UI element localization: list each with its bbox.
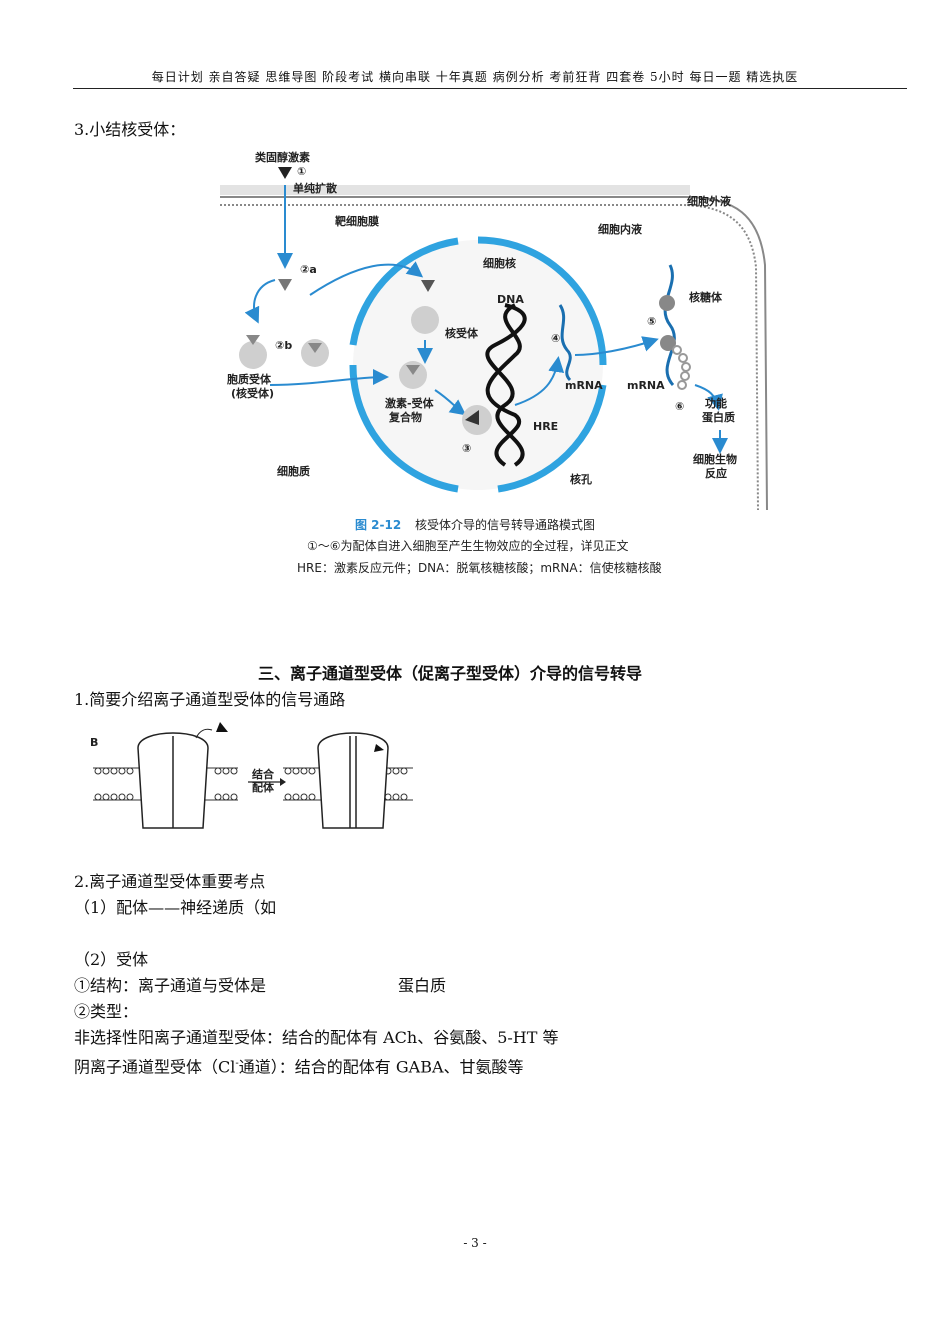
section-heading-ion: 三、离子通道型受体（促离子型受体）介导的信号转导 xyxy=(258,664,643,683)
dna-helix xyxy=(485,303,527,467)
header-rule xyxy=(73,88,907,89)
svg-text:细胞内液: 细胞内液 xyxy=(598,222,643,236)
svg-text:细胞核: 细胞核 xyxy=(483,256,516,270)
svg-text:①～⑥为配体自进入细胞至产生生物效应的全过程，详见正文: ①～⑥为配体自进入细胞至产生生物效应的全过程，详见正文 xyxy=(307,538,629,553)
svg-text:细胞质: 细胞质 xyxy=(277,464,310,478)
channel-open xyxy=(317,732,389,829)
svg-text:功能: 功能 xyxy=(705,396,727,410)
svg-text:核受体: 核受体 xyxy=(445,326,479,340)
svg-text:DNA: DNA xyxy=(497,293,524,306)
section-title-nuclear: 3.小结核受体： xyxy=(74,120,186,139)
svg-text:②a: ②a xyxy=(300,263,317,276)
page-header: 每日计划 亲自答疑 思维导图 阶段考试 横向串联 十年真题 病例分析 考前狂背 … xyxy=(151,70,799,84)
page-number: - 3 - xyxy=(463,1236,487,1250)
ligand-line: （1）配体——神经递质（如 xyxy=(74,898,277,917)
anion-receptor-line: 阴离子通道型受体（Cl-通道）：结合的配体有 GABA、甘氨酸等 xyxy=(74,1057,524,1077)
cation-receptor-line: 非选择性阳离子通道型受体：结合的配体有 ACh、谷氨酸、5-HT 等 xyxy=(74,1028,559,1047)
svg-text:反应: 反应 xyxy=(705,466,727,480)
nuclear-receptor-diagram: 类固醇激素 ① 单纯扩散 靶细胞膜 细胞外液 细胞内液 ②a ②b 胞质受体 (… xyxy=(220,150,768,575)
ion-channel-diagram: B 结合 配体 xyxy=(90,722,413,829)
svg-text:激素-受体: 激素-受体 xyxy=(385,396,435,410)
svg-text:结合: 结合 xyxy=(251,767,275,781)
svg-text:③: ③ xyxy=(462,442,471,455)
svg-text:B: B xyxy=(90,736,98,749)
svg-text:细胞生物: 细胞生物 xyxy=(693,452,737,466)
svg-text:HRE: HRE xyxy=(533,420,558,433)
svg-text:⑥: ⑥ xyxy=(675,400,684,413)
receptor-line: （2）受体 xyxy=(74,950,149,969)
svg-text:核糖体: 核糖体 xyxy=(689,290,723,304)
svg-text:细胞外液: 细胞外液 xyxy=(687,194,732,208)
svg-text:①: ① xyxy=(297,165,306,178)
svg-text:mRNA: mRNA xyxy=(627,379,665,392)
svg-text:图 2-12: 图 2-12 xyxy=(355,518,401,532)
item-ion-pathway: 1.简要介绍离子通道型受体的信号通路 xyxy=(74,690,346,709)
svg-text:胞质受体: 胞质受体 xyxy=(227,372,272,386)
mrna-strand xyxy=(558,304,572,382)
svg-text:⑤: ⑤ xyxy=(647,315,656,328)
svg-text:核受体介导的信号转导通路模式图: 核受体介导的信号转导通路模式图 xyxy=(415,517,595,532)
svg-text:蛋白质: 蛋白质 xyxy=(702,410,735,424)
svg-text:配体: 配体 xyxy=(252,780,275,794)
structure-end: 蛋白质 xyxy=(398,976,447,995)
svg-text:②b: ②b xyxy=(275,339,292,352)
svg-text:(核受体): (核受体) xyxy=(231,386,274,400)
svg-text:单纯扩散: 单纯扩散 xyxy=(293,181,338,195)
svg-text:复合物: 复合物 xyxy=(388,410,422,424)
svg-text:mRNA: mRNA xyxy=(565,379,603,392)
svg-text:靶细胞膜: 靶细胞膜 xyxy=(335,214,379,228)
cell-membrane xyxy=(220,196,768,511)
structure-line: ①结构：离子通道与受体是 xyxy=(74,976,267,995)
item-key-points: 2.离子通道型受体重要考点 xyxy=(74,872,266,891)
nucleus xyxy=(349,236,607,493)
types-line: ②类型： xyxy=(74,1002,139,1021)
svg-text:HRE：激素反应元件；DNA：脱氧核糖核酸；mRNA：信使核: HRE：激素反应元件；DNA：脱氧核糖核酸；mRNA：信使核糖核酸 xyxy=(297,560,662,575)
svg-text:核孔: 核孔 xyxy=(570,472,592,486)
svg-text:类固醇激素: 类固醇激素 xyxy=(255,150,310,164)
svg-text:④: ④ xyxy=(551,332,560,345)
